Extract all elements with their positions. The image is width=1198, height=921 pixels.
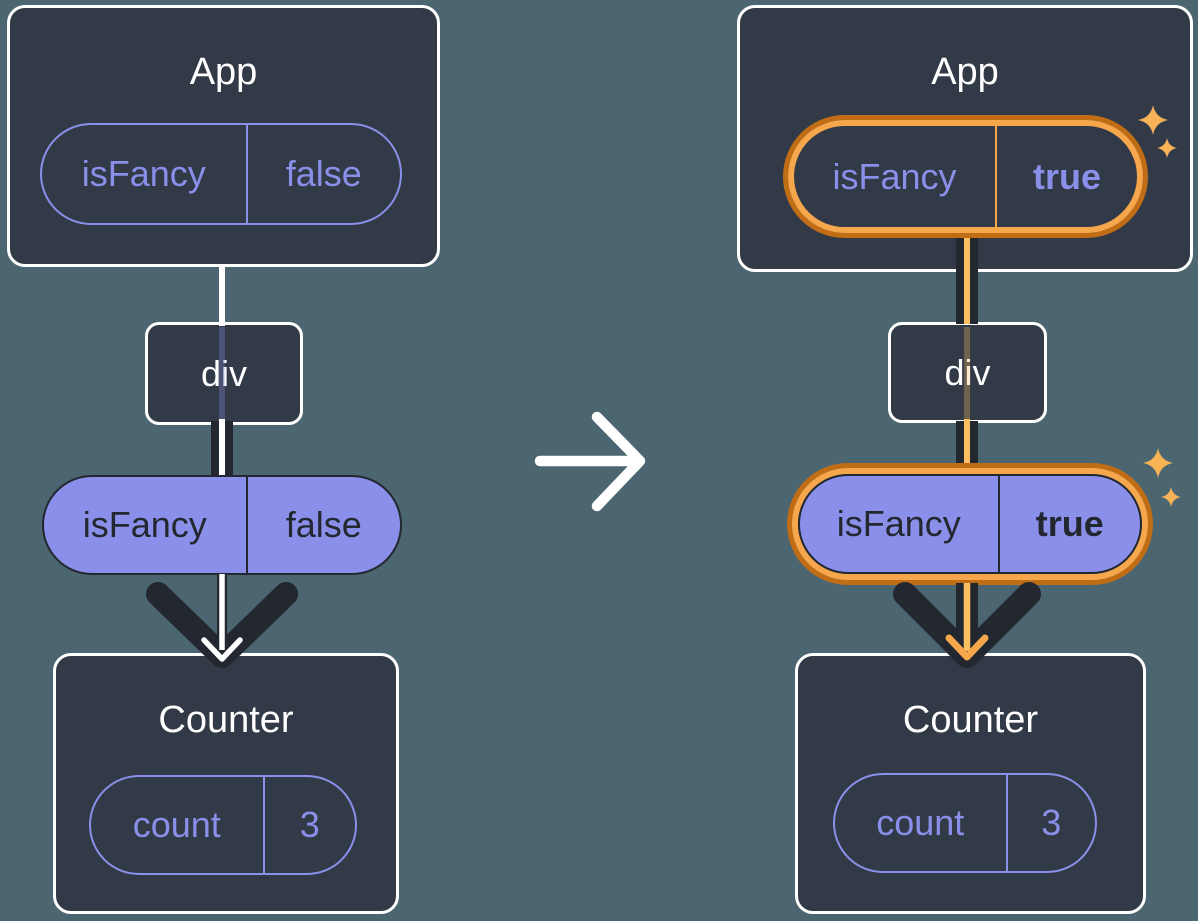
sparkle-icon xyxy=(1161,487,1181,507)
edge-div-to-prop-thread xyxy=(963,419,971,469)
app-title: App xyxy=(931,51,999,93)
prop-name: isFancy xyxy=(44,477,248,573)
counter-node-before: Counter xyxy=(53,653,399,914)
app-prop-pill-after-highlighted: isFancy true xyxy=(783,115,1148,238)
prop-thread-behind-div xyxy=(963,327,971,420)
div-node-after: div xyxy=(888,322,1047,423)
counter-title: Counter xyxy=(158,699,294,741)
highlight-ring: isFancy true xyxy=(788,120,1143,233)
state-value: 3 xyxy=(1041,802,1062,843)
div-label: div xyxy=(944,351,991,393)
counter-title: Counter xyxy=(902,699,1039,741)
prop-name: isFancy xyxy=(800,476,1000,572)
prop-value: true xyxy=(1032,155,1101,197)
counter-state-pill-before: count 3 xyxy=(89,775,357,875)
state-value: 3 xyxy=(299,804,320,845)
passed-prop-pill-after-highlighted: isFancy true xyxy=(787,463,1153,585)
prop-value: true xyxy=(1035,503,1104,544)
arrow-chevron-icon xyxy=(893,582,1041,668)
sparkle-icon xyxy=(1143,448,1173,478)
app-prop-pill-before: isFancy false xyxy=(40,123,402,225)
counter-state-pill-after: count 3 xyxy=(833,773,1097,873)
app-title: App xyxy=(189,51,258,93)
state-name: count xyxy=(835,775,1008,871)
edge-app-to-div xyxy=(219,264,225,326)
right-arrow-icon xyxy=(534,411,646,512)
highlight-ring: isFancy true xyxy=(792,468,1148,580)
prop-value: false xyxy=(285,153,362,194)
div-node-before: div xyxy=(145,322,303,425)
prop-value: false xyxy=(285,504,362,545)
passed-prop-pill-before: isFancy false xyxy=(42,475,402,575)
prop-thread-behind-div xyxy=(219,327,225,420)
state-name: count xyxy=(91,777,265,873)
edge-div-to-prop xyxy=(219,419,225,477)
prop-name: isFancy xyxy=(794,126,997,227)
prop-name: isFancy xyxy=(42,125,248,223)
arrow-chevron-icon xyxy=(146,582,298,668)
edge-app-to-div-thread xyxy=(963,236,971,324)
div-label: div xyxy=(200,352,248,394)
